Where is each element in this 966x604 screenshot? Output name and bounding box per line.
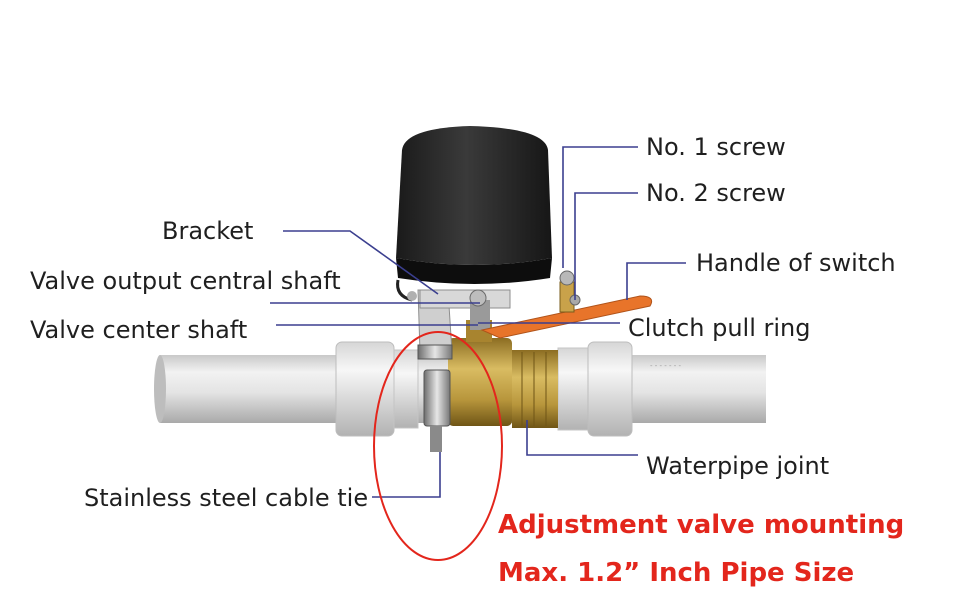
label-bracket: Bracket: [162, 217, 254, 245]
mounting-highlight-circle: [373, 331, 503, 561]
label-no1-screw: No. 1 screw: [646, 133, 786, 161]
svg-text:- - - - - - -: - - - - - - -: [650, 362, 682, 370]
valve-actuator: [396, 126, 552, 307]
note-adjustment-mounting: Adjustment valve mounting: [498, 510, 905, 540]
leader-lines: [270, 146, 686, 498]
label-handle-of-switch: Handle of switch: [696, 249, 896, 277]
label-stainless-steel-cable-tie: Stainless steel cable tie: [84, 484, 369, 512]
brass-valve-body: [448, 320, 558, 428]
stainless-steel-cable-tie: [417, 344, 453, 452]
leader-bracket: [283, 230, 439, 295]
label-waterpipe-joint: Waterpipe joint: [646, 452, 830, 480]
leader-cable-tie: [372, 452, 441, 498]
label-clutch-pull-ring: Clutch pull ring: [628, 314, 811, 342]
label-no2-screw: No. 2 screw: [646, 179, 786, 207]
label-valve-output-central-shaft: Valve output central shaft: [30, 267, 341, 295]
leader-waterpipe-joint: [526, 420, 638, 456]
pipe-fitting-right: - - - - - - -: [557, 341, 682, 437]
leader-handle-of-switch: [626, 262, 686, 300]
note-max-pipe-size: Max. 1.2” Inch Pipe Size: [498, 558, 855, 588]
leader-no1-screw: [562, 146, 638, 268]
leader-no2-screw: [574, 192, 638, 300]
pipe-fitting-left: [335, 341, 419, 437]
label-valve-center-shaft: Valve center shaft: [30, 316, 248, 344]
